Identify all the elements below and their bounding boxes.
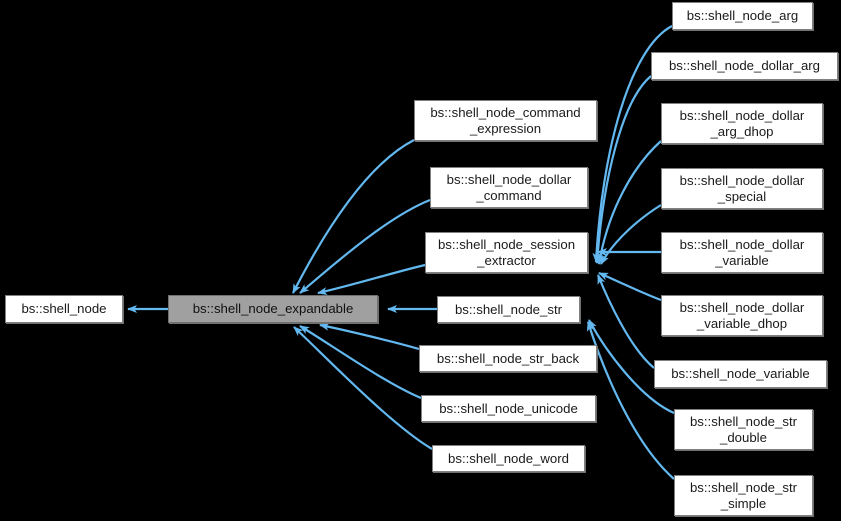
node-dollar_variable_dhop[interactable]: bs::shell_node_dollar _variable_dhop: [661, 295, 823, 336]
node-shell_node_expandable[interactable]: bs::shell_node_expandable: [168, 295, 378, 323]
node-shell_node[interactable]: bs::shell_node: [5, 295, 123, 323]
node-variable[interactable]: bs::shell_node_variable: [654, 360, 827, 388]
node-dollar_special[interactable]: bs::shell_node_dollar _special: [661, 168, 823, 209]
node-str_simple[interactable]: bs::shell_node_str _simple: [674, 475, 813, 516]
node-unicode[interactable]: bs::shell_node_unicode: [421, 395, 596, 422]
edge-dollar_arg_dhop-to-session_extractor: [596, 140, 662, 265]
node-session_extractor[interactable]: bs::shell_node_session _extractor: [425, 232, 588, 273]
edge-str_double-to-str: [588, 319, 675, 415]
edge-unicode-to-shell_node_expandable: [299, 325, 422, 400]
edge-variable-to-session_extractor: [596, 274, 655, 369]
edge-dollar_special-to-session_extractor: [600, 204, 662, 265]
edge-dollar_variable_dhop-to-session_extractor: [598, 271, 662, 302]
edge-session_extractor-to-shell_node_expandable: [317, 263, 426, 295]
edge-command_expression-to-shell_node_expandable: [292, 139, 415, 294]
node-command_expression[interactable]: bs::shell_node_command _expression: [414, 100, 597, 141]
node-dollar_arg_dhop[interactable]: bs::shell_node_dollar _arg_dhop: [661, 103, 823, 144]
inheritance-edges: [127, 25, 675, 480]
node-str_back[interactable]: bs::shell_node_str_back: [419, 345, 597, 372]
edge-str_simple-to-str: [586, 321, 675, 480]
node-word[interactable]: bs::shell_node_word: [432, 445, 585, 472]
node-dollar_arg[interactable]: bs::shell_node_dollar_arg: [651, 52, 838, 80]
node-arg[interactable]: bs::shell_node_arg: [672, 2, 813, 30]
node-str[interactable]: bs::shell_node_str: [437, 296, 580, 323]
edge-arg-to-session_extractor: [592, 25, 673, 263]
edge-str_back-to-shell_node_expandable: [319, 322, 420, 351]
edge-dollar_arg-to-session_extractor: [593, 75, 652, 264]
edge-word-to-shell_node_expandable: [293, 326, 433, 450]
node-dollar_variable[interactable]: bs::shell_node_dollar _variable: [661, 232, 823, 273]
node-dollar_command[interactable]: bs::shell_node_dollar _command: [430, 167, 588, 208]
node-str_double[interactable]: bs::shell_node_str _double: [674, 409, 813, 450]
edge-dollar_command-to-shell_node_expandable: [299, 198, 431, 294]
